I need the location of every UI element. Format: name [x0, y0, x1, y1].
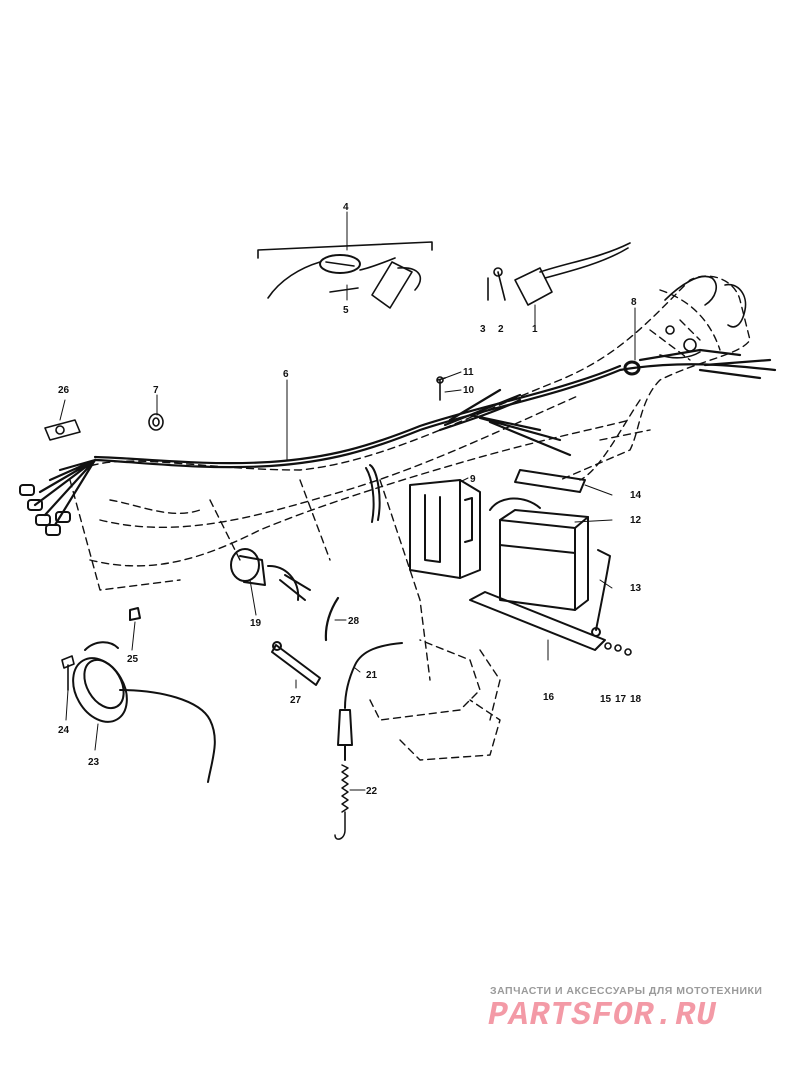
- battery: [489, 497, 589, 611]
- leader-lines: [59, 211, 636, 791]
- watermark-logo: PARTSFOR.RU: [488, 997, 717, 1034]
- part-label-7: 7: [153, 385, 159, 396]
- lead-wire: [324, 596, 340, 642]
- part-label-24: 24: [58, 725, 70, 736]
- battery-strap: [591, 549, 611, 637]
- part-label-19: 19: [250, 618, 262, 629]
- tail-light-grommet: [84, 607, 141, 651]
- part-label-8: 8: [631, 297, 637, 308]
- part-label-11: 11: [463, 367, 474, 378]
- part-label-26: 26: [58, 385, 70, 396]
- part-label-4: 4: [343, 202, 349, 213]
- brake-light-switch: [337, 642, 403, 761]
- part-label-18: 18: [630, 694, 642, 705]
- tail-light: [72, 657, 216, 783]
- part-label-1: 1: [532, 324, 538, 335]
- return-spring: [334, 764, 349, 840]
- flasher-relay: [257, 241, 433, 309]
- part-label-17: 17: [615, 694, 627, 705]
- part-label-5: 5: [343, 305, 349, 316]
- harness-clamp: [44, 419, 81, 441]
- tail-light-screw: [61, 655, 75, 691]
- ignition-switch: [230, 548, 311, 601]
- frame-band: [365, 464, 381, 523]
- harness-connectors: [19, 484, 71, 536]
- part-label-25: 25: [127, 654, 139, 665]
- motorcycle-frame: [69, 275, 751, 761]
- part-label-15: 15: [600, 694, 612, 705]
- wiring-harness: [33, 348, 777, 527]
- part-label-12: 12: [630, 515, 642, 526]
- part-label-27: 27: [290, 695, 302, 706]
- battery-holder: [409, 479, 481, 579]
- part-label-13: 13: [630, 583, 642, 594]
- part-label-14: 14: [630, 490, 642, 501]
- part-number-labels: 1 2 3 4 5 6 7 8 9 10 11 12 13 14 15 16 1…: [58, 202, 642, 797]
- part-label-10: 10: [463, 385, 475, 396]
- watermark-caption: ЗАПЧАСТИ И АКСЕССУАРЫ ДЛЯ МОТОТЕХНИКИ: [490, 985, 763, 997]
- part-label-2: 2: [498, 324, 504, 335]
- part-label-6: 6: [283, 369, 289, 380]
- rectifier: [487, 242, 631, 306]
- battery-pads: [469, 469, 606, 651]
- part-label-22: 22: [366, 786, 378, 797]
- part-label-20: 28: [348, 616, 360, 627]
- meter-cable-fitting: [271, 641, 321, 686]
- mounting-bolts: [436, 376, 446, 401]
- battery-fasteners: [604, 642, 632, 656]
- part-label-21: 21: [366, 670, 378, 681]
- part-label-23: 23: [88, 757, 100, 768]
- grommet: [148, 413, 164, 431]
- rear-frame-section: [659, 275, 747, 359]
- part-label-9: 9: [470, 474, 476, 485]
- part-label-3: 3: [480, 324, 486, 335]
- part-label-16: 16: [543, 692, 555, 703]
